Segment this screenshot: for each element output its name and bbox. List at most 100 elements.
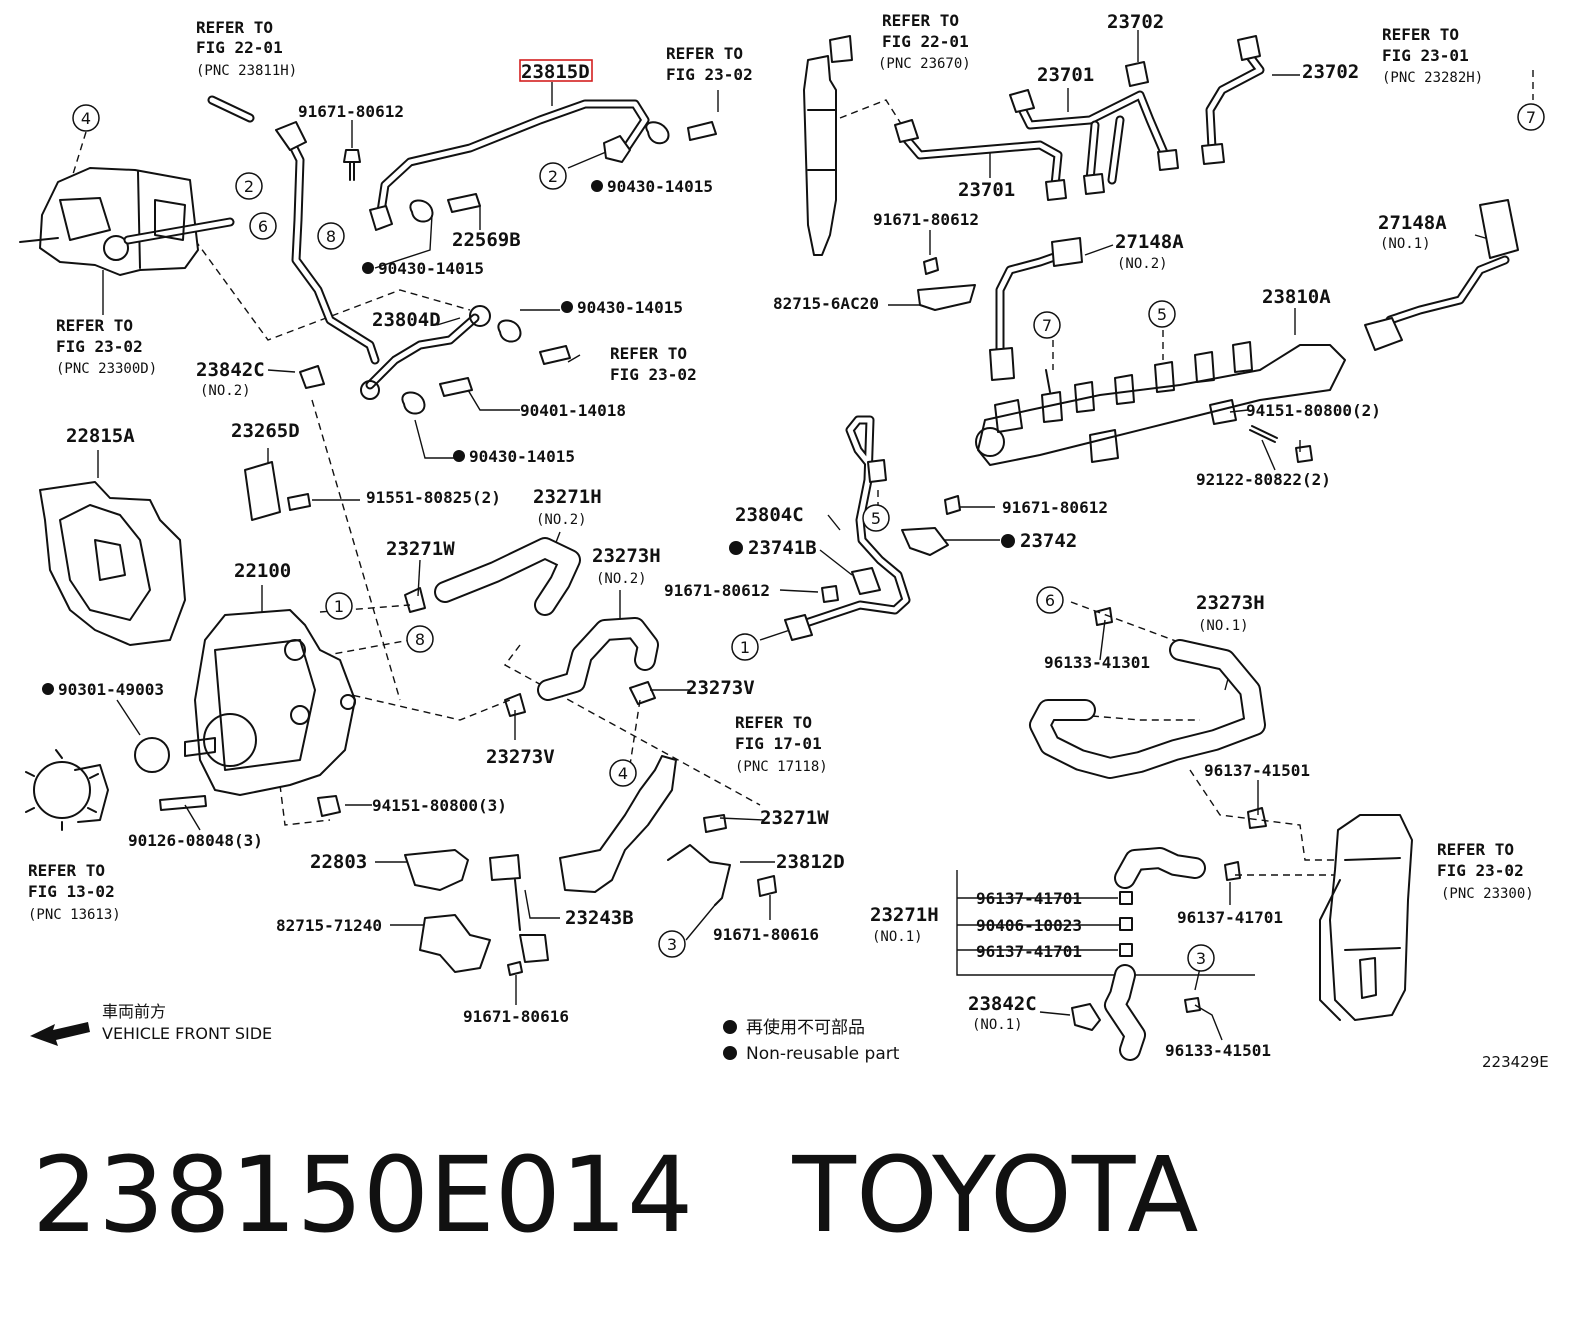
part-label[interactable]: 96137-41501 [1204, 761, 1310, 780]
callout-marker: 5 [862, 504, 890, 532]
part-label[interactable]: 23273V [686, 677, 755, 699]
part-label[interactable]: 23271H [533, 486, 602, 508]
svg-text:1: 1 [740, 638, 750, 657]
part-label[interactable]: 90406-10023 [976, 916, 1082, 935]
part-label[interactable]: 23702 [1107, 11, 1164, 33]
part-label[interactable]: 90401-14018 [520, 401, 626, 420]
callout-marker: 6 [249, 212, 277, 240]
nonreusable-label-en: Non-reusable part [746, 1044, 900, 1064]
common-rail-23810a [975, 341, 1346, 466]
part-label[interactable]: 23810A [1262, 286, 1331, 308]
part-label[interactable]: 91671-80616 [463, 1007, 569, 1026]
refer-to-1-line1: REFER TO [196, 18, 273, 37]
part-label[interactable]: 92122-80822(2) [1196, 470, 1331, 489]
part-label[interactable]: 91671-80612 [1002, 498, 1108, 517]
part-label[interactable]: 96137-41701 [976, 942, 1082, 961]
part-sub-label: (NO.2) [536, 512, 587, 528]
injector-and-lines-upper-right [803, 35, 1265, 256]
part-label[interactable]: 27148A [1115, 231, 1184, 253]
part-label[interactable]: 23273V [486, 746, 555, 768]
part-label[interactable]: 23273H [1196, 592, 1265, 614]
part-sub-label: (NO.1) [872, 929, 923, 945]
callout-marker: 6 [1036, 586, 1064, 614]
part-label[interactable]: 23742 [1020, 530, 1077, 552]
svg-text:3: 3 [667, 935, 677, 954]
part-label[interactable]: 23804D [372, 309, 441, 331]
part-label[interactable]: 91671-80612 [873, 210, 979, 229]
svg-text:4: 4 [81, 109, 91, 128]
refer-to-8-line1: REFER TO [28, 861, 105, 880]
part-label[interactable]: 94151-80800(2) [1246, 401, 1381, 420]
part-label[interactable]: 27148A [1378, 212, 1447, 234]
refer-to-4-line1: REFER TO [1382, 25, 1459, 44]
part-label[interactable]: 23804C [735, 504, 804, 526]
part-label[interactable]: 23271W [760, 807, 829, 829]
caption-part-number: 238150E014 [32, 1134, 694, 1256]
part-label[interactable]: 96137-41701 [976, 889, 1082, 908]
part-label[interactable]: 91671-80616 [713, 925, 819, 944]
callout-marker: 8 [406, 625, 434, 653]
part-label[interactable]: 23842C [196, 359, 265, 381]
part-label[interactable]: 23842C [968, 993, 1037, 1015]
part-label[interactable]: 91671-80612 [664, 581, 770, 600]
callout-marker: 3 [1187, 944, 1215, 972]
callout-marker: 7 [1517, 103, 1545, 131]
part-sub-label: (NO.2) [596, 571, 647, 587]
part-label[interactable]: 96133-41301 [1044, 653, 1150, 672]
part-label[interactable]: 90430-14015 [378, 259, 484, 278]
refer-to-1-line2: FIG 22-01 [196, 38, 283, 57]
part-label[interactable]: 23701 [958, 179, 1015, 201]
refer-to-9-line1: REFER TO [1437, 840, 1514, 859]
part-label[interactable]: 96133-41501 [1165, 1041, 1271, 1060]
svg-text:5: 5 [1157, 305, 1167, 324]
part-label[interactable]: 22569B [452, 229, 521, 251]
callout-marker: 2 [539, 162, 567, 190]
part-label[interactable]: 23273H [592, 545, 661, 567]
part-label[interactable]: 22815A [66, 425, 135, 447]
svg-text:5: 5 [871, 509, 881, 528]
part-label[interactable]: 90430-14015 [607, 177, 713, 196]
part-label[interactable]: 23271H [870, 904, 939, 926]
nonreusable-dot [723, 1046, 737, 1060]
supply-pump-22100 [25, 609, 356, 831]
part-label[interactable]: 22803 [310, 851, 367, 873]
refer-to-9-line2: FIG 23-02 [1437, 861, 1524, 880]
part-label[interactable]: 82715-71240 [276, 916, 382, 935]
part-label[interactable]: 23741B [748, 537, 817, 559]
part-label[interactable]: 23243B [565, 907, 634, 929]
part-label[interactable]: 82715-6AC20 [773, 294, 879, 313]
part-label[interactable]: 90430-14015 [577, 298, 683, 317]
part-label[interactable]: 96137-41701 [1177, 908, 1283, 927]
part-label[interactable]: 23812D [776, 851, 845, 873]
arrow-left-icon [30, 1022, 90, 1046]
part-label[interactable]: 90301-49003 [58, 680, 164, 699]
part-label[interactable]: 90126-08048(3) [128, 831, 263, 850]
part-label[interactable]: 23271W [386, 538, 455, 560]
refer-to-5-line2: FIG 23-02 [56, 337, 143, 356]
refer-to-3-line3: (PNC 23670) [878, 56, 971, 72]
refer-to-5-line3: (PNC 23300D) [56, 361, 157, 377]
refer-to-7-line2: FIG 17-01 [735, 734, 822, 753]
part-label[interactable]: 91551-80825(2) [366, 488, 501, 507]
part-label[interactable]: 94151-80800(3) [372, 796, 507, 815]
svg-text:6: 6 [258, 217, 268, 236]
svg-text:2: 2 [244, 177, 254, 196]
callout-marker: 4 [609, 759, 637, 787]
part-label[interactable]: 23702 [1302, 61, 1359, 83]
part-sub-label: (NO.1) [1198, 618, 1249, 634]
part-label[interactable]: 91671-80612 [298, 102, 404, 121]
caption-brand: TOYOTA [792, 1134, 1199, 1256]
refer-to-4-line2: FIG 23-01 [1382, 46, 1469, 65]
hoses-center [404, 537, 659, 717]
part-caption: 238150E014 TOYOTA [32, 1130, 1198, 1260]
svg-text:3: 3 [1196, 949, 1206, 968]
part-label[interactable]: 90430-14015 [469, 447, 575, 466]
callout-marker: 1 [325, 592, 353, 620]
part-label[interactable]: 23701 [1037, 64, 1094, 86]
nonreusable-dot [561, 301, 573, 313]
part-label-23815d[interactable]: 23815D [521, 61, 590, 83]
part-label[interactable]: 22100 [234, 560, 291, 582]
svg-text:7: 7 [1042, 316, 1052, 335]
part-label[interactable]: 23265D [231, 420, 300, 442]
